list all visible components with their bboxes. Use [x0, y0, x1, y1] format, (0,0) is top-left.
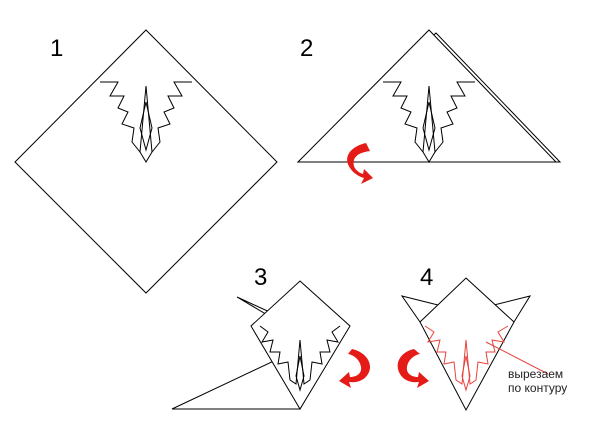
step-1-number: 1 [50, 35, 63, 62]
curved-arrow-icon [397, 349, 429, 388]
step-2-triangle [296, 29, 558, 163]
step-4-cut-line [424, 325, 509, 385]
step-4-number: 4 [420, 264, 433, 291]
step-2-cut-tip [422, 151, 436, 163]
curved-arrow-icon [347, 143, 373, 184]
step-2-cut-pattern [383, 81, 475, 154]
step-4: 4 вырезаем по контуру [397, 264, 567, 412]
annotation-label-line-2: по контуру [508, 381, 567, 395]
step-2: 2 [296, 29, 562, 184]
step-2-cut-inner [422, 101, 436, 152]
step-1-cut-pattern [100, 81, 192, 154]
annotation-label-line-1: вырезаем [508, 367, 563, 381]
step-1: 1 [14, 29, 278, 294]
annotation-leader-line [485, 341, 549, 375]
step-3-cut-pattern [259, 325, 341, 385]
step-4-cone [419, 277, 515, 412]
step-3: 3 [171, 264, 371, 410]
step-4-cut-inner [461, 355, 471, 392]
step-2-number: 2 [300, 35, 313, 62]
step-1-cut-tip [139, 151, 153, 163]
step-1-cut-inner [139, 101, 153, 152]
step-3-number: 3 [254, 264, 267, 291]
step-3-cut-inner [295, 355, 305, 392]
curved-arrow-icon [339, 349, 371, 388]
